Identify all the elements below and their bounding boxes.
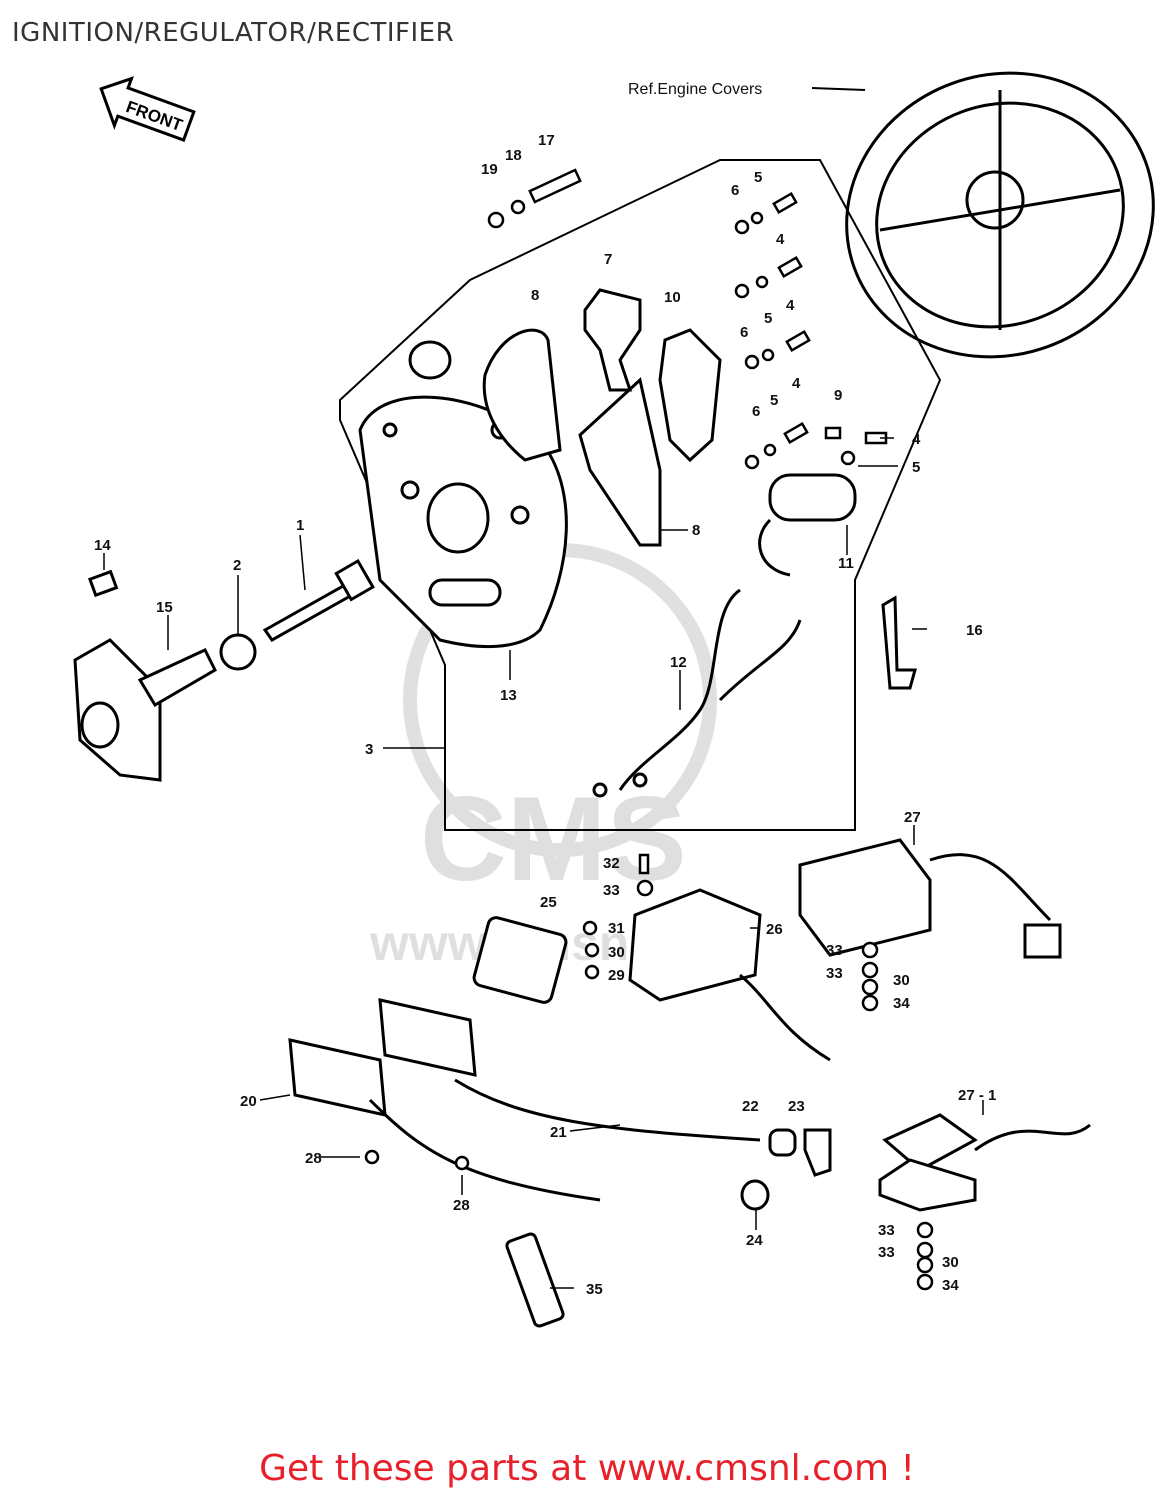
callout-20: 20 (240, 1093, 257, 1110)
callout-13: 13 (500, 687, 517, 704)
callout-5a: 5 (754, 169, 762, 186)
part-8-plate (482, 328, 662, 547)
part-7-breaker (583, 288, 642, 392)
callout-31: 31 (608, 920, 625, 937)
part-16-clip (881, 595, 917, 690)
callout-6b: 6 (740, 324, 748, 341)
callout-labels: 1 2 3 4 4 4 4 5 5 5 5 6 6 6 7 8 8 9 10 1… (94, 132, 996, 1298)
callout-33c: 33 (826, 965, 843, 982)
footer-link[interactable]: Get these parts at www.cmsnl.com ! (259, 1448, 915, 1489)
callout-22: 22 (742, 1098, 759, 1115)
callout-4c: 4 (792, 375, 801, 392)
callout-2: 2 (233, 557, 241, 574)
callout-32: 32 (603, 855, 620, 872)
callout-23: 23 (788, 1098, 805, 1115)
callout-12: 12 (670, 654, 687, 671)
callout-30a: 30 (608, 944, 625, 961)
callout-18: 18 (505, 147, 522, 164)
callout-6c: 6 (752, 403, 760, 420)
washer-stacks (364, 853, 934, 1291)
callout-34a: 34 (893, 995, 910, 1012)
part-27-1-regulator (878, 1113, 1091, 1212)
callout-27: 27 (904, 809, 921, 826)
callout-10: 10 (664, 289, 681, 306)
part-10-breaker (658, 328, 722, 463)
screws-4-5-6 (734, 191, 888, 470)
callout-4a: 4 (776, 231, 785, 248)
part-12-lead (592, 588, 802, 798)
parts-diagram: CMS www.cmsnl.com FRONT Ref.Engine Cover… (73, 71, 1155, 1328)
callout-11: 11 (838, 555, 854, 572)
callout-5c: 5 (770, 392, 778, 409)
part-20-coils (288, 998, 761, 1202)
part-13-plate (358, 340, 568, 648)
callout-26: 26 (766, 921, 783, 938)
callout-33d: 33 (878, 1222, 895, 1239)
part-14-pin (88, 569, 119, 598)
callout-17: 17 (538, 132, 555, 149)
callout-7: 7 (604, 251, 612, 268)
callout-8b: 8 (692, 522, 700, 539)
part-26-cover (628, 888, 831, 1062)
callout-19: 19 (481, 161, 498, 178)
callout-16: 16 (966, 622, 983, 639)
part-2-washer (219, 633, 257, 671)
part-1-bolt (262, 558, 375, 642)
callout-30c: 30 (942, 1254, 959, 1271)
callout-25: 25 (540, 894, 557, 911)
callout-27-1: 27 - 1 (958, 1087, 996, 1104)
part-25-regulator (472, 916, 568, 1004)
callout-28a: 28 (305, 1150, 322, 1167)
callout-28b: 28 (453, 1197, 470, 1214)
callout-1: 1 (296, 517, 304, 534)
callout-35: 35 (586, 1281, 603, 1298)
callout-4b: 4 (786, 297, 795, 314)
part-15-advancer (73, 638, 217, 782)
ref-engine-covers-label: Ref.Engine Covers (628, 81, 762, 98)
engine-cover (845, 71, 1155, 359)
callout-14: 14 (94, 537, 111, 554)
callout-33a: 33 (603, 882, 620, 899)
part-11-condenser (758, 473, 857, 577)
callout-5b: 5 (764, 310, 772, 327)
callout-33b: 33 (826, 942, 843, 959)
callout-5d: 5 (912, 459, 920, 476)
callout-15: 15 (156, 599, 173, 616)
callout-9: 9 (834, 387, 842, 404)
parts-17-18-19 (487, 168, 582, 229)
callout-33e: 33 (878, 1244, 895, 1261)
callout-24: 24 (746, 1232, 763, 1249)
front-arrow-icon: FRONT (99, 76, 196, 143)
part-27-rectifier (798, 838, 1062, 959)
callout-3: 3 (365, 741, 373, 758)
callout-34b: 34 (942, 1277, 959, 1294)
page-title: IGNITION/REGULATOR/RECTIFIER (12, 18, 455, 48)
callout-30b: 30 (893, 972, 910, 989)
callout-8a: 8 (531, 287, 539, 304)
callout-21: 21 (550, 1124, 567, 1141)
parts-22-23-24 (740, 1128, 832, 1211)
part-35-spark-plug (505, 1232, 565, 1328)
callout-29: 29 (608, 967, 625, 984)
callout-4d: 4 (912, 431, 921, 448)
callout-6a: 6 (731, 182, 739, 199)
leader-lines (103, 437, 984, 1289)
